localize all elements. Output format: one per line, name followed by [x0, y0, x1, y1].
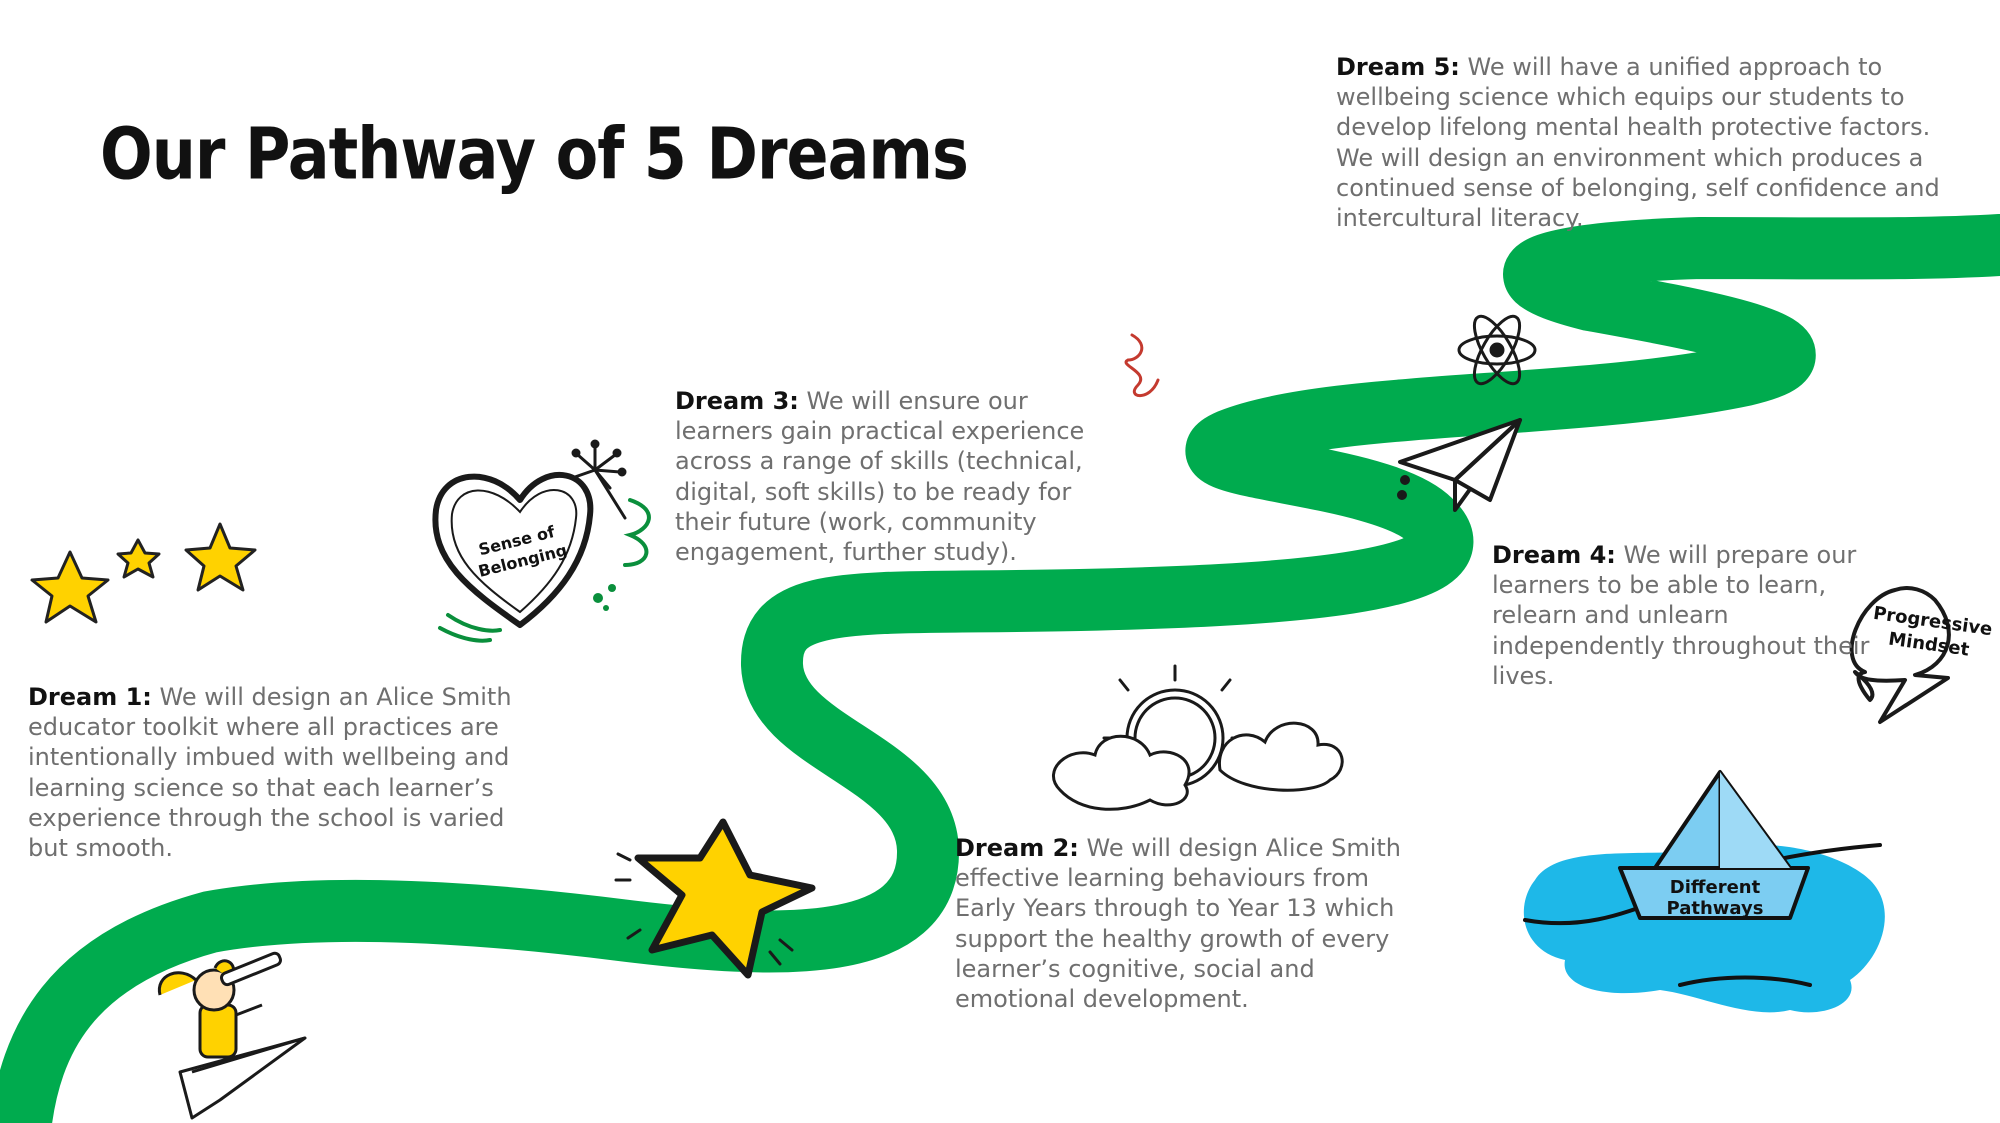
speech-bubble-icon: Progressive Mindset [1849, 586, 1994, 724]
boat-label-line2: Pathways [1667, 898, 1764, 919]
squiggle-icon [1124, 333, 1160, 398]
dream-5-label: Dream 5: [1336, 53, 1460, 81]
star-icon [614, 818, 816, 979]
heart-icon: Sense of Belonging [432, 471, 651, 643]
dream-2-label: Dream 2: [955, 834, 1079, 862]
atom-icon [1457, 314, 1537, 386]
dream-5-text: We will have a unified approach to wellb… [1336, 53, 1940, 233]
dream-3-text: We will ensure our learners gain practic… [675, 387, 1085, 567]
girl-with-telescope-icon [157, 951, 307, 1120]
boat-label-line1: Different [1670, 877, 1761, 898]
dream-1-label: Dream 1: [28, 683, 152, 711]
dream-4-text: We will prepare our learners to be able … [1492, 541, 1870, 690]
paper-plane-icon [1397, 418, 1522, 512]
sun-cloud-icon [1052, 664, 1344, 811]
stars-icon [30, 522, 257, 624]
sparkler-icon [570, 439, 627, 520]
dream-3-label: Dream 3: [675, 387, 799, 415]
dream-1: Dream 1: We will design an Alice Smith e… [28, 682, 548, 863]
page-title: Our Pathway of 5 Dreams [100, 112, 969, 196]
dream-4: Dream 4: We will prepare our learners to… [1492, 540, 1872, 691]
dream-3: Dream 3: We will ensure our learners gai… [675, 386, 1125, 567]
pathway-road [0, 214, 2000, 1123]
dream-2: Dream 2: We will design Alice Smith effe… [955, 833, 1425, 1014]
dream-5: Dream 5: We will have a unified approach… [1336, 52, 1946, 233]
dream-2-text: We will design Alice Smith effective lea… [955, 834, 1402, 1014]
paper-boat-icon: Different Pathways [1523, 770, 1885, 1013]
dream-4-label: Dream 4: [1492, 541, 1616, 569]
dream-1-text: We will design an Alice Smith educator t… [28, 683, 512, 863]
